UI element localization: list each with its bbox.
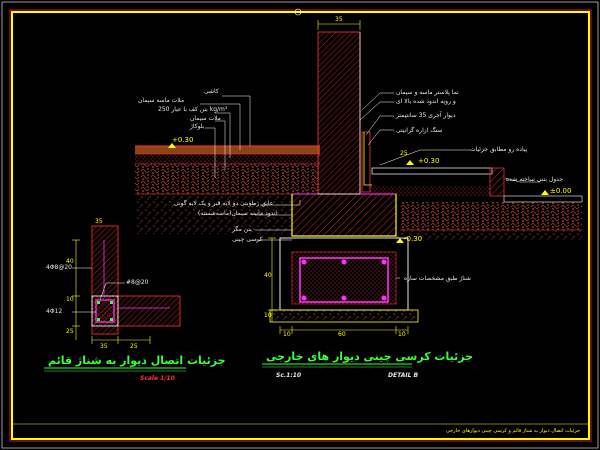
dim-10b: 10: [398, 331, 406, 338]
rebar-left: #8@20: [126, 279, 149, 286]
mortar-layer: [135, 154, 320, 164]
label-isogam: عایق رطوبتی دو لایه قیر و یک لایه گونی: [174, 200, 274, 207]
dim-35-top: 35: [335, 16, 343, 23]
beam-rebars: [301, 259, 387, 301]
brick-wall-horizontal: [117, 295, 181, 327]
plinth-block: [291, 193, 397, 237]
blokaj-layer: [135, 164, 320, 194]
footer-caption: جزئیات اتصال دیوار به شناژ قائم و کرسی چ…: [446, 428, 581, 434]
label-concrete: بتن کف با عیار 250 kg/m³: [158, 106, 228, 113]
sidewalk-layer: [370, 186, 490, 196]
label-plaster: نما پلاستر ماسه و سیمان: [396, 89, 459, 96]
floor-tile-layer: [135, 146, 320, 154]
dim-10c: 10: [264, 312, 272, 319]
label-brick-wall: دیوار آجری 35 سانتیمتر: [396, 112, 456, 119]
sidewalk-gravel: [400, 202, 582, 230]
left-detail-scale: Scale 1/10: [140, 375, 175, 382]
dim-25-left: 25: [66, 328, 74, 335]
stone-facing: [361, 131, 371, 193]
level-00: ±0.00: [550, 187, 572, 195]
level-markers: [168, 143, 549, 243]
level-plus30-right: +0.30: [418, 157, 440, 165]
left-detail-title: جزئیات اتصال دیوار به شناژ قائم: [48, 354, 226, 367]
right-detail-title: جزئیات کرسی چینی دیوار های خارجی: [266, 350, 474, 363]
label-kashi: کاشی: [204, 88, 219, 95]
rebar-bottom: 4Φ12: [46, 308, 63, 315]
level-plus30-left: +0.30: [172, 136, 194, 144]
label-step: پیاده رو مطابق جزئیات: [470, 146, 528, 153]
right-detail-scale: Sc.1:10: [276, 372, 302, 379]
curb-block: [489, 167, 505, 197]
label-blokaj: بلوکاژ: [190, 123, 205, 130]
dim-60: 60: [338, 331, 346, 338]
label-lean-concrete: بتن مگر: [232, 226, 252, 233]
dim-35-bottom: 35: [100, 343, 108, 350]
label-beam: شناژ طبق مشخصات سازه: [404, 275, 471, 282]
label-isogam-2: اندود ماسه سیمان(ماسه‌شسته): [198, 210, 278, 217]
dim-25: 25: [400, 150, 408, 157]
level-minus30: -0.30: [404, 235, 423, 243]
leaders-right: [359, 92, 540, 279]
dim-10-left: 10: [66, 296, 74, 303]
lean-concrete: [269, 309, 419, 323]
column-stirrup: [95, 299, 115, 323]
dimensions-left: [72, 239, 151, 344]
curb-top: [371, 167, 493, 175]
leaders-left: [200, 95, 301, 241]
right-detail-tag: DETAIL B: [388, 372, 419, 379]
label-stone: سنگ ازاره گرانیتی: [396, 127, 443, 134]
label-mortar: ملات ماسه سیمان: [138, 97, 185, 104]
label-plaster-2: و رویه اندود شده بالا ای: [396, 98, 456, 105]
dim-40: 40: [264, 272, 272, 279]
beam-rebar-cage: [299, 257, 389, 303]
brick-wall: [317, 31, 361, 195]
dim-25-bottom: 25: [130, 343, 138, 350]
dimensions-right: [268, 20, 409, 334]
label-mosaic: ملات سیمان: [190, 115, 221, 122]
column-rebars: [97, 301, 113, 321]
label-plinth-beam: کرسی چینی: [232, 236, 263, 243]
label-plinth: جدول بتنی ساخته شده: [506, 176, 564, 183]
dim-10a: 10: [283, 331, 291, 338]
rebar-top-left: 4Φ8@20: [46, 264, 72, 271]
dim-40-left: 40: [66, 258, 74, 265]
dim-35-left: 35: [95, 218, 103, 225]
